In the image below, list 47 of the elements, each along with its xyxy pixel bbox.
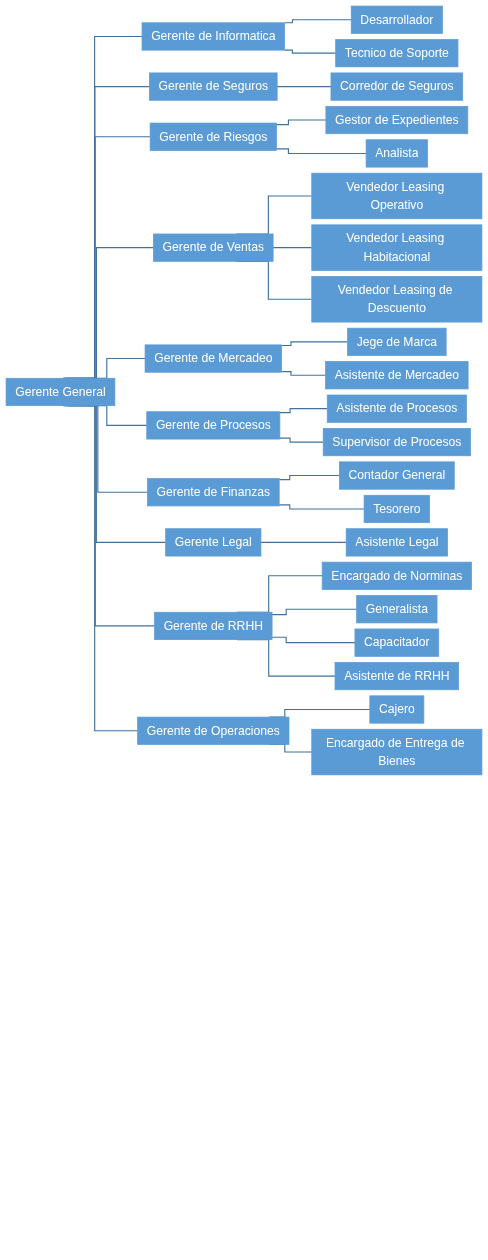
node-box: Gerente Legal <box>165 528 262 557</box>
node-box: Corredor de Seguros <box>330 72 464 101</box>
node-box: Capacitador <box>354 628 440 657</box>
node-box: Cajero <box>369 695 425 724</box>
node-box: Contador General <box>339 461 455 490</box>
connector <box>278 474 340 481</box>
node-box: Analista <box>365 139 428 168</box>
node-box: Gerente General <box>5 377 116 407</box>
node-box: Gerente de Mercadeo <box>144 344 282 373</box>
node-box: Asistente de RRHH <box>334 662 459 691</box>
node-box: Gerente de Finanzas <box>147 478 280 507</box>
node-box: Supervisor de Procesos <box>322 428 471 457</box>
node-box: Asistente de Procesos <box>326 394 467 423</box>
connector <box>272 247 313 249</box>
connector <box>280 341 349 346</box>
node-box: Encargado de Norminas <box>321 561 472 590</box>
connector <box>275 119 327 126</box>
node-box: Tecnico de Soporte <box>335 39 459 68</box>
node-box: Desarrollador <box>350 5 443 34</box>
node-box: Vendedor Leasing Operativo <box>311 172 483 220</box>
node-box: Gerente de RRHH <box>154 611 273 640</box>
node-box: Tesorero <box>363 494 430 523</box>
connector <box>275 148 367 154</box>
node-box: Gerente de Informatica <box>141 22 285 51</box>
node-box: Gestor de Expedientes <box>325 105 469 135</box>
node-box: Gerente de Operaciones <box>137 716 290 745</box>
node-box: Gerente de Seguros <box>149 72 278 101</box>
node-box: Vendedor Leasing Habitacional <box>311 224 483 271</box>
connector <box>279 408 328 414</box>
node-box: Gerente de Ventas <box>153 233 274 262</box>
node-box: Jege de Marca <box>347 327 447 356</box>
node-box: Generalista <box>356 595 438 624</box>
node-box: Gerente de Procesos <box>146 411 281 440</box>
node-box: Vendedor Leasing de Descuento <box>311 276 483 323</box>
node-box: Asistente de Mercadeo <box>325 361 469 390</box>
connector <box>271 608 358 616</box>
node-box: Asistente Legal <box>345 528 448 557</box>
connector <box>283 49 337 54</box>
connector <box>279 437 324 443</box>
connector <box>280 371 327 376</box>
connector <box>278 504 365 510</box>
connector <box>276 86 332 88</box>
connector <box>271 636 356 644</box>
node-box: Gerente de Riesgos <box>149 122 277 151</box>
connector <box>260 541 347 543</box>
node-box: Encargado de Entrega de Bienes <box>311 728 483 776</box>
connector <box>283 19 352 24</box>
